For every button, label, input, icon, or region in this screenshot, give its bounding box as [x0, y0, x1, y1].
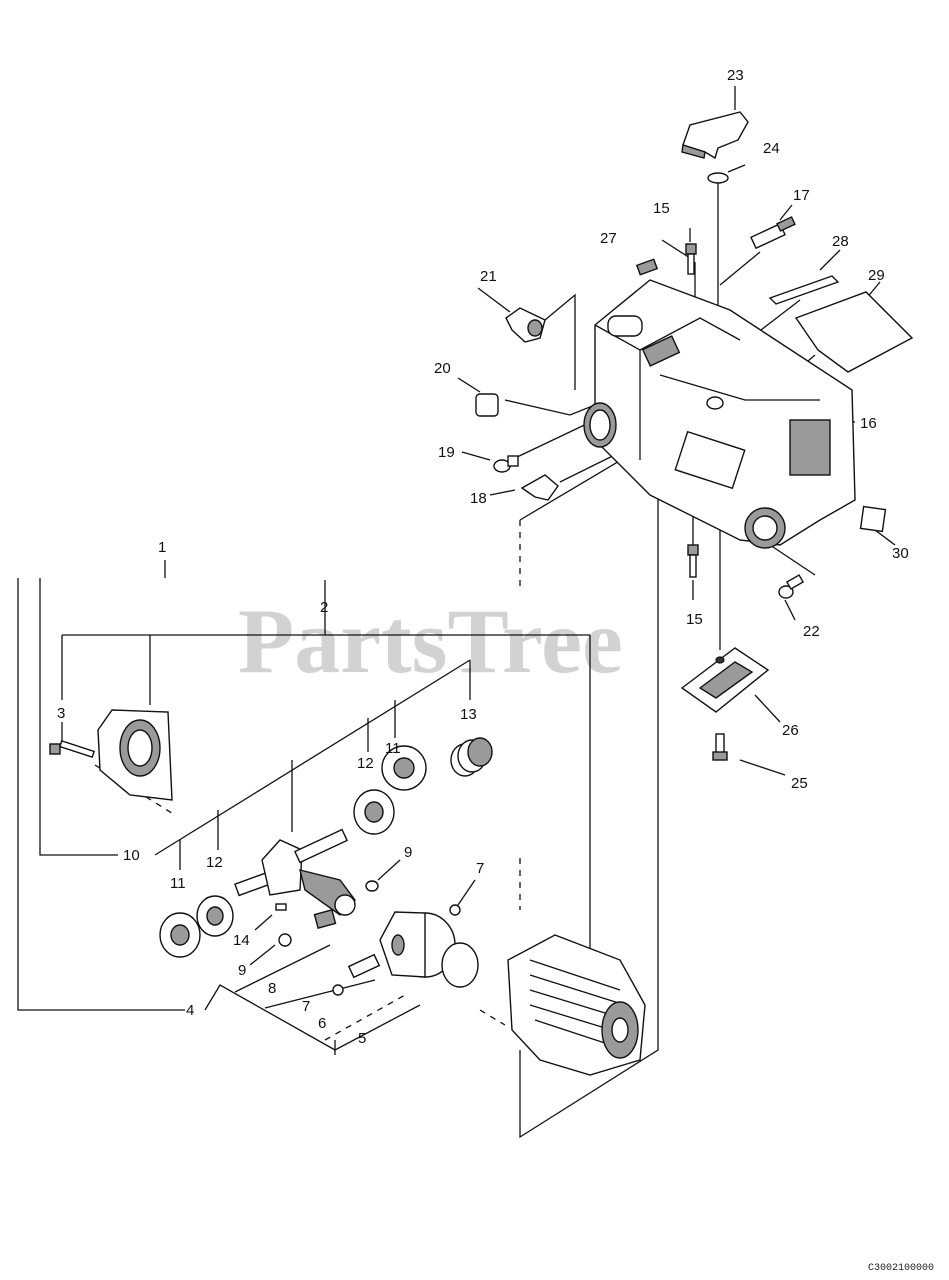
- cylinder: [507, 934, 646, 1076]
- callout-7-left: 7: [302, 998, 310, 1015]
- part-30-sticker: [859, 505, 887, 533]
- callout-14: 14: [233, 932, 250, 949]
- callout-3: 3: [57, 705, 65, 722]
- part-15-screw-lower: [687, 544, 699, 578]
- callout-9-right: 9: [404, 844, 412, 861]
- callout-25: 25: [791, 775, 808, 792]
- part-27-label: [635, 258, 659, 276]
- part-8-needle-bearing: [313, 909, 337, 929]
- part-5-piston-ring: [441, 942, 479, 988]
- part-6-piston-pin: [347, 953, 381, 979]
- callout-26: 26: [782, 722, 799, 739]
- part-12-bearing-lower: [196, 895, 234, 937]
- callout-15-upper: 15: [653, 200, 670, 217]
- callout-12-lower: 12: [206, 854, 223, 871]
- part-14-key: [275, 903, 287, 911]
- callout-18: 18: [470, 490, 487, 507]
- part-29-filter-plate: [794, 291, 914, 373]
- callout-17: 17: [793, 187, 810, 204]
- part-9-washer-left: [278, 933, 292, 947]
- callout-13: 13: [460, 706, 477, 723]
- callout-6: 6: [318, 1015, 326, 1032]
- callout-5: 5: [358, 1030, 366, 1047]
- part-26-mount: [680, 647, 770, 713]
- callout-10: 10: [123, 847, 140, 864]
- part-21-clip: [505, 307, 546, 343]
- part-7-circlip-left: [332, 984, 344, 996]
- part-19-bolt: [493, 455, 519, 473]
- part-25-screw: [712, 733, 728, 761]
- part-23-handle: [681, 111, 749, 160]
- callout-15-lower: 15: [686, 611, 703, 628]
- callout-labels: 1 2 3 4 5 6 7 7 8 9 9 10 11 11 12 12 13 …: [57, 67, 909, 1047]
- callout-22: 22: [803, 623, 820, 640]
- part-9-washer-right: [365, 880, 379, 892]
- part-16-crankcase-housing: [583, 279, 856, 549]
- part-15-screw-upper: [685, 243, 697, 275]
- callout-1: 1: [158, 539, 166, 556]
- callout-21: 21: [480, 268, 497, 285]
- part-10-crankshaft: [234, 828, 356, 916]
- callout-24: 24: [763, 140, 780, 157]
- part-20-grommet: [475, 393, 499, 417]
- part-24-cap: [707, 172, 729, 184]
- part-11-bearing-lower: [159, 912, 201, 958]
- callout-28: 28: [832, 233, 849, 250]
- diagram-code: C3002100000: [868, 1263, 934, 1274]
- callout-4: 4: [186, 1002, 194, 1019]
- callout-11-upper: 11: [385, 740, 401, 757]
- callout-8: 8: [268, 980, 276, 997]
- part-12-bearing-upper: [353, 789, 395, 835]
- part-28-gasket: [768, 275, 840, 305]
- callout-7-right: 7: [476, 860, 484, 877]
- part-22-bolt: [778, 574, 805, 599]
- part-3-bolt: [49, 740, 95, 758]
- callout-30: 30: [892, 545, 909, 562]
- callout-20: 20: [434, 360, 451, 377]
- callout-19: 19: [438, 444, 455, 461]
- part-18-bracket: [520, 474, 559, 501]
- callout-2: 2: [320, 599, 328, 616]
- part-17-fitting: [750, 216, 796, 250]
- part-11-bearing-upper: [381, 745, 427, 791]
- watermark: PartsTree: [238, 590, 623, 692]
- callout-23: 23: [727, 67, 744, 84]
- leader-lines: [17, 86, 896, 1139]
- callout-16: 16: [860, 415, 877, 432]
- callout-11-lower: 11: [170, 875, 186, 892]
- crankcase-half: [97, 709, 173, 801]
- part-13-spring: [450, 737, 493, 777]
- part-7-circlip-right: [449, 904, 461, 916]
- callout-27: 27: [600, 230, 617, 247]
- callout-9-left: 9: [238, 962, 246, 979]
- callout-12-upper: 12: [357, 755, 374, 772]
- callout-29: 29: [868, 267, 885, 284]
